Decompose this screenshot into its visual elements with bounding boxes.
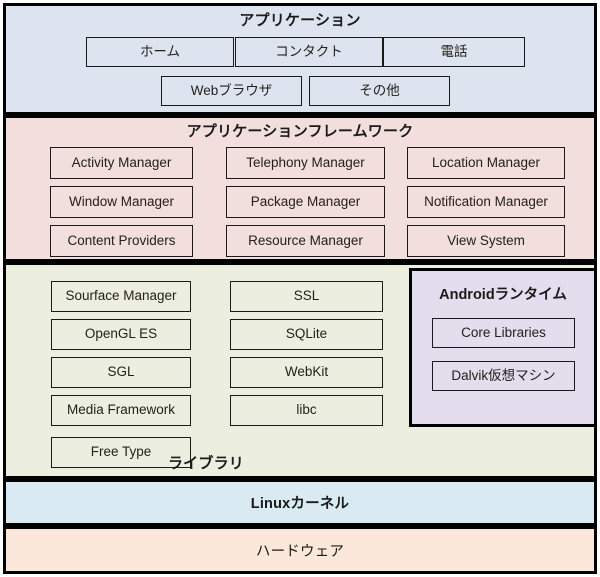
layer-application-framework-title: アプリケーションフレームワーク: [186, 123, 414, 140]
framework-box-package-manager[interactable]: Package Manager: [226, 186, 385, 218]
framework-box-location-manager[interactable]: Location Manager: [407, 147, 565, 179]
app-box-contacts[interactable]: コンタクト: [235, 37, 383, 67]
layer-libraries: ライブラリ Sourface Manager OpenGL ES SGL Med…: [3, 262, 597, 479]
app-box-web-browser[interactable]: Webブラウザ: [161, 76, 302, 106]
layer-applications-title: アプリケーション: [239, 12, 361, 29]
app-box-phone[interactable]: 電話: [383, 37, 525, 67]
layer-applications: アプリケーション ホーム コンタクト 電話 Webブラウザ その他: [3, 3, 597, 115]
library-box-libc[interactable]: libc: [230, 395, 383, 426]
framework-box-activity-manager[interactable]: Activity Manager: [50, 147, 193, 179]
runtime-box-core-libraries[interactable]: Core Libraries: [432, 318, 575, 348]
framework-box-window-manager[interactable]: Window Manager: [50, 186, 193, 218]
app-box-home[interactable]: ホーム: [86, 37, 234, 67]
runtime-box-dalvik-vm[interactable]: Dalvik仮想マシン: [432, 361, 575, 391]
framework-box-resource-manager[interactable]: Resource Manager: [226, 225, 385, 257]
layer-linux-kernel-title: Linuxカーネル: [250, 496, 350, 512]
library-box-ssl[interactable]: SSL: [230, 281, 383, 312]
layer-linux-kernel: Linuxカーネル: [3, 479, 597, 526]
library-box-sourface-manager[interactable]: Sourface Manager: [51, 281, 191, 312]
app-box-others[interactable]: その他: [309, 76, 450, 106]
framework-box-notification-manager[interactable]: Notification Manager: [407, 186, 565, 218]
library-box-media-framework[interactable]: Media Framework: [51, 395, 191, 426]
library-box-sqlite[interactable]: SQLite: [230, 319, 383, 350]
library-box-opengl-es[interactable]: OpenGL ES: [51, 319, 191, 350]
layer-hardware: ハードウェア: [3, 526, 597, 574]
layer-application-framework: アプリケーションフレームワーク Activity Manager Telepho…: [3, 115, 597, 262]
framework-box-content-providers[interactable]: Content Providers: [50, 225, 193, 257]
library-box-free-type[interactable]: Free Type: [51, 437, 191, 468]
framework-box-telephony-manager[interactable]: Telephony Manager: [226, 147, 385, 179]
library-box-sgl[interactable]: SGL: [51, 357, 191, 388]
android-runtime-title: Androidランタイム: [439, 287, 567, 303]
framework-box-view-system[interactable]: View System: [407, 225, 565, 257]
layer-hardware-title: ハードウェア: [255, 544, 345, 560]
android-runtime-panel: Androidランタイム Core Libraries Dalvik仮想マシン: [409, 268, 597, 427]
library-box-webkit[interactable]: WebKit: [230, 357, 383, 388]
